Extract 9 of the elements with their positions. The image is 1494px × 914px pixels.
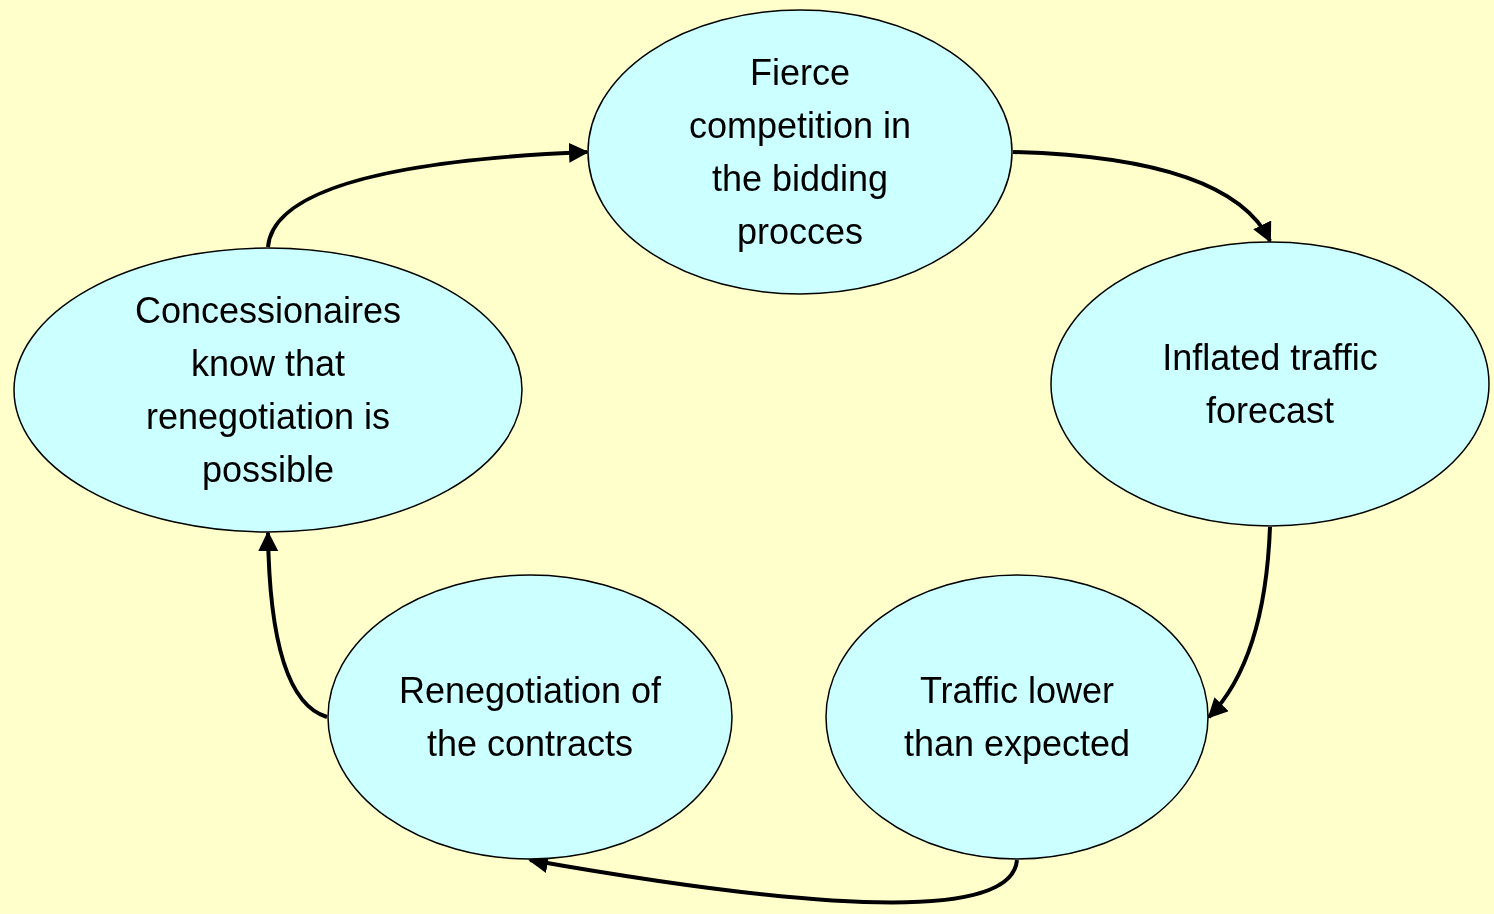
arrow (1207, 526, 1272, 719)
node-label: Renegotiation of the contracts (397, 669, 663, 766)
arrow (266, 142, 589, 248)
arrow (258, 531, 328, 719)
arrow (1012, 150, 1272, 243)
node-label: Inflated traffic forecast (1161, 336, 1379, 433)
node-label: Fierce competition in the bidding procces (687, 51, 913, 254)
node-label: Traffic lower than expected (902, 669, 1132, 766)
node-label: Concessionaires know that renegotiation is possible (133, 289, 403, 492)
